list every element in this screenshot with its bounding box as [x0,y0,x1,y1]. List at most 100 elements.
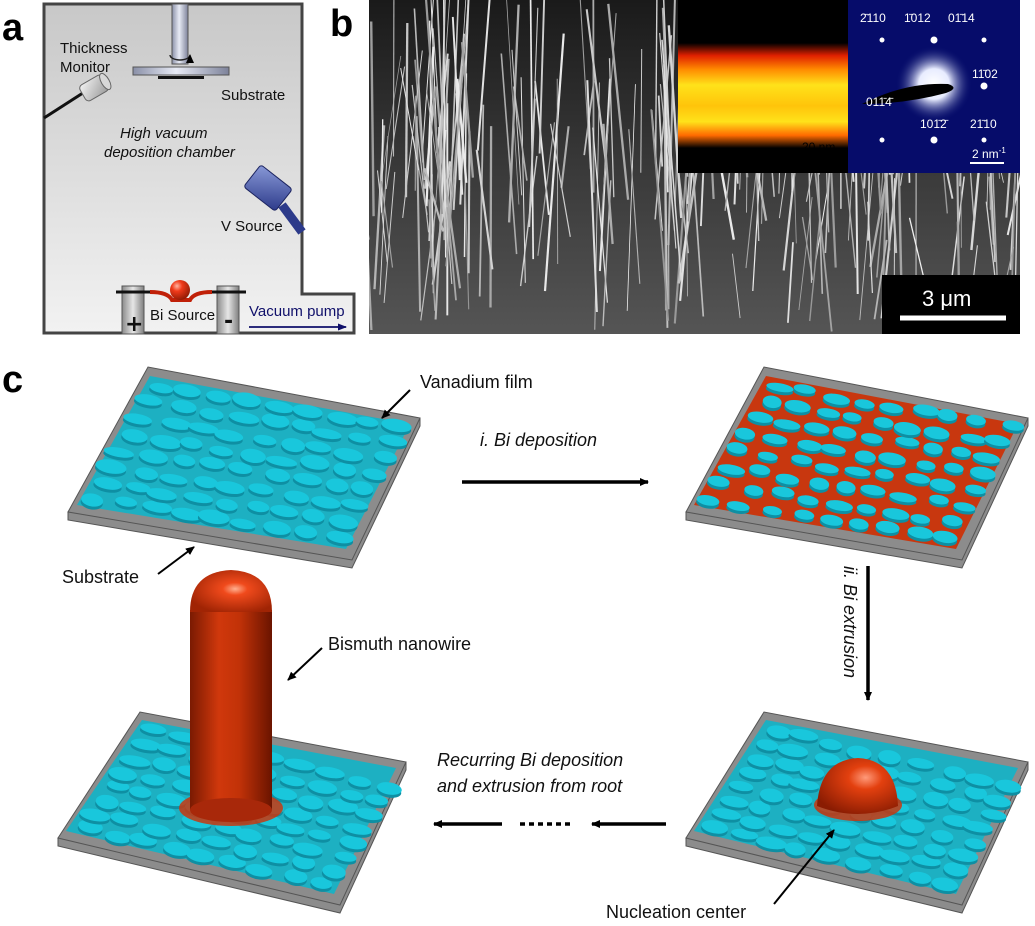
sem-nanowire [528,98,536,228]
diffraction-scale-label: 2 nm-1 [972,146,1006,161]
vanadium-grain [284,490,310,504]
substrate-pointer [157,546,195,575]
vanadium-grain [878,750,901,765]
vanadium-grain [846,745,872,760]
sem-nanowire [478,104,485,297]
vanadium-grain [123,413,153,425]
vanadium-grain [311,496,341,509]
vanadium-grain [171,400,197,414]
vanadium-grain [146,488,177,501]
vanadium-grain [909,871,932,884]
vanadium-grain [300,455,330,470]
vanadium-grain [951,446,972,458]
sem-nanowire [626,84,636,311]
sem-nanowire [654,0,658,164]
vanadium-grain [156,792,187,807]
vanadium-grain [374,450,398,463]
sem-nanowire [420,205,437,321]
vanadium-grain [280,775,306,787]
vanadium-grain [769,824,798,836]
vanadium-grain [844,466,871,477]
chamber-label-1: High vacuum [120,125,208,142]
sem-nanowire [379,135,389,295]
vanadium-grain [832,426,857,439]
vanadium-grain [93,477,123,490]
sem-nanowire [600,13,617,225]
substrate-label: Substrate [221,87,285,104]
sem-nanowire [489,126,493,308]
vanadium-grain [907,758,935,769]
sem-nanowire [677,160,700,284]
vanadium-grain [142,823,171,837]
vanadium-grain [905,473,931,484]
bismuth-nanowire-label: Bismuth nanowire [328,634,471,654]
vanadium-grain [862,831,892,843]
sem-nanowire [867,201,873,294]
vanadium-grain [756,836,787,850]
vanadium-grain [923,426,950,440]
vanadium-grain [362,468,387,481]
vanadium-grain [119,801,147,813]
sem-nanowire [586,80,598,313]
vanadium-grain [855,843,885,857]
sem-nanowire [534,81,550,215]
vanadium-grain [749,800,771,815]
vanadium-grain [893,834,918,847]
vanadium-grain [943,862,969,877]
vanadium-grain [333,462,357,477]
vanadium-grain [119,755,151,767]
vanadium-grain [355,808,383,821]
vanadium-grain [879,849,910,863]
growth-mechanism-panel: Vanadium film i. Bi deposition Substrate… [57,366,1029,922]
sem-nanowire [782,165,797,271]
plate-bi-deposited [685,366,1029,569]
sem-nanowire [421,0,434,154]
vanadium-grain [771,773,794,786]
vanadium-grain [245,864,273,877]
vanadium-grain [183,492,214,504]
diffraction-index-6: 101̄2̄ [920,117,949,131]
vanadium-grain [726,501,750,512]
vanadium-grain [744,485,764,496]
rotation-arrow [169,54,194,64]
recurring-label-1: Recurring Bi deposition [437,750,623,770]
vanadium-grain [1002,420,1025,431]
vanadium-grain [854,450,876,463]
sem-nanowire [815,189,828,260]
vanadium-grain [240,448,266,464]
vanadium-grain [95,794,119,810]
vanadium-grain [171,507,203,521]
vanadium-grain [302,508,325,523]
vanadium-grain [797,495,819,506]
vanadium-grain [270,834,294,846]
sem-nanowire [592,127,608,303]
vanadium-grain [775,757,804,772]
vanadium-grain [747,411,774,423]
plate-nucleation [685,711,1029,914]
vanadium-grain [150,805,176,818]
vanadium-grain [811,847,841,862]
vanadium-grain [272,787,298,801]
vanadium-grain [294,525,318,539]
vanadium-grain [355,416,379,427]
vanadium-grain [81,493,104,507]
vanadium-grain [276,823,305,835]
nanowire-cap [190,570,272,612]
vanadium-grain [161,417,192,430]
vanadium-grain [814,463,839,474]
vanadium-grain [378,434,408,447]
vanadium-grain [316,815,339,827]
recurring-label-2: and extrusion from root [437,776,623,796]
vanadium-grain [910,514,931,524]
vanadium-grain [965,484,987,495]
sem-nanowire [400,68,420,171]
sem-nanowire [456,78,468,183]
bi-source-label: Bi Source [150,307,215,324]
sem-nanowire [369,234,370,240]
vanadium-grain [845,857,872,871]
vacuum-pump-label: Vacuum pump [249,303,345,320]
vanadium-grain [842,412,862,422]
vanadium-grain [140,723,167,735]
sem-nanowire [537,122,556,256]
sem-nanowire [667,25,683,219]
